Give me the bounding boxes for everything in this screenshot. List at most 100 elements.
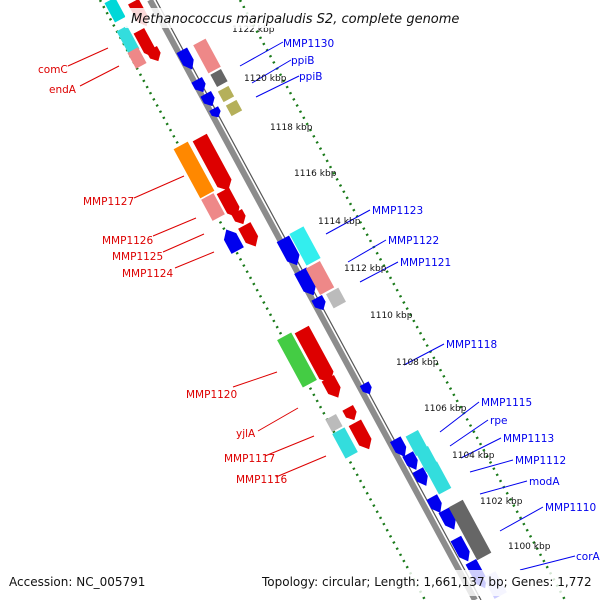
gene-label-mmp1118[interactable]: MMP1118	[446, 339, 497, 351]
gene-feature[interactable]	[289, 226, 321, 266]
gene-feature[interactable]	[276, 235, 304, 268]
gene-feature[interactable]	[220, 226, 244, 254]
leader-line	[239, 41, 284, 67]
gene-label-rpe[interactable]: rpe	[490, 415, 507, 427]
gene-label-enda[interactable]: endA	[49, 84, 77, 96]
leader-line	[257, 407, 299, 432]
gene-feature[interactable]	[173, 141, 215, 199]
gene-feature[interactable]	[426, 494, 445, 516]
gene-label-mmp1112[interactable]: MMP1112	[515, 455, 566, 467]
footer-band	[0, 570, 600, 596]
gene-feature[interactable]	[342, 404, 359, 423]
gene-feature[interactable]	[412, 467, 431, 489]
tick-label: 1108 kbp	[396, 358, 439, 368]
gene-feature[interactable]	[402, 451, 421, 473]
tick-label: 1120 kbp	[244, 74, 287, 84]
gene-feature[interactable]	[326, 287, 346, 309]
gene-feature[interactable]	[104, 0, 126, 23]
gene-feature[interactable]	[332, 427, 358, 459]
gene-feature[interactable]	[210, 68, 228, 88]
leader-line	[469, 459, 514, 473]
gene-feature[interactable]	[176, 47, 197, 72]
gene-label-mmp1116[interactable]: MMP1116	[236, 474, 287, 486]
gene-feature[interactable]	[448, 499, 492, 561]
gene-label-ppib[interactable]: ppiB	[291, 55, 314, 67]
gene-feature[interactable]	[225, 99, 243, 117]
gene-label-mmp1120[interactable]: MMP1120	[186, 389, 237, 401]
gene-feature[interactable]	[238, 222, 262, 250]
leader-line	[519, 555, 576, 571]
gene-feature[interactable]	[200, 90, 217, 109]
gene-label-moda[interactable]: modA	[529, 476, 560, 488]
gene-feature[interactable]	[191, 76, 208, 95]
gene-label-mmp1110[interactable]: MMP1110	[545, 502, 596, 514]
leader-line	[174, 251, 215, 269]
gene-feature[interactable]	[424, 461, 452, 495]
leader-line	[439, 401, 480, 433]
tick-label: 1122 kbp	[232, 25, 275, 35]
leader-line	[264, 435, 315, 457]
leader-line	[325, 209, 371, 235]
gene-label-mmp1130[interactable]: MMP1130	[283, 38, 334, 50]
gene-label-mmp1113[interactable]: MMP1113	[503, 433, 554, 445]
gene-feature[interactable]	[325, 413, 343, 433]
gene-label-mmp1126[interactable]: MMP1126	[102, 235, 153, 247]
gene-feature[interactable]	[116, 25, 140, 55]
gene-feature[interactable]	[216, 187, 244, 220]
leader-line	[479, 480, 528, 495]
gene-label-ppib-2[interactable]: ppiB	[299, 71, 322, 83]
tick-label: 1118 kbp	[270, 123, 313, 133]
gene-feature[interactable]	[217, 85, 235, 103]
accession-text: Accession: NC_005791	[9, 575, 145, 589]
leader-line	[152, 217, 197, 237]
title-band	[125, 8, 480, 28]
leader-line	[162, 233, 205, 253]
gene-feature[interactable]	[193, 38, 221, 74]
gene-feature[interactable]	[133, 27, 159, 60]
genome-info-text: Topology: circular; Length: 1,661,137 bp…	[261, 575, 592, 589]
tick-label: 1100 kbp	[508, 542, 551, 552]
leader-line	[79, 65, 120, 87]
gene-label-mmp1127[interactable]: MMP1127	[83, 196, 134, 208]
gene-feature[interactable]	[389, 436, 410, 459]
gene-feature[interactable]	[305, 261, 335, 295]
gene-label-yjla[interactable]: yjlA	[236, 428, 256, 440]
gene-label-cora[interactable]: corA	[576, 551, 600, 563]
gene-label-mmp1125[interactable]: MMP1125	[112, 251, 163, 263]
gene-label-mmp1117[interactable]: MMP1117	[224, 453, 275, 465]
leader-line	[133, 175, 185, 199]
gene-feature[interactable]	[277, 332, 317, 388]
gene-feature[interactable]	[231, 208, 248, 227]
gene-label-mmp1121[interactable]: MMP1121	[400, 257, 451, 269]
outer-tick-ring	[98, 0, 427, 600]
gene-feature[interactable]	[450, 535, 474, 565]
leader-line	[403, 343, 445, 366]
gene-feature[interactable]	[311, 294, 328, 313]
gene-feature[interactable]	[348, 419, 376, 452]
gene-feature[interactable]	[321, 374, 345, 401]
tick-label: 1112 kbp	[344, 264, 387, 274]
gene-label-mmp1124[interactable]: MMP1124	[122, 268, 173, 280]
gene-feature[interactable]	[192, 133, 236, 194]
gene-label-comc[interactable]: comC	[38, 64, 68, 76]
leader-line	[255, 75, 300, 98]
tick-label: 1116 kbp	[294, 169, 337, 179]
leader-line	[359, 261, 399, 283]
gene-feature[interactable]	[201, 193, 225, 221]
gene-feature[interactable]	[438, 507, 459, 532]
leader-line	[347, 239, 387, 263]
gene-feature[interactable]	[294, 325, 338, 386]
leader-line	[67, 47, 109, 67]
gene-label-mmp1122[interactable]: MMP1122	[388, 235, 439, 247]
gene-feature[interactable]	[209, 106, 223, 120]
gene-feature[interactable]	[359, 381, 375, 396]
leader-line	[232, 371, 278, 388]
gene-feature[interactable]	[294, 267, 320, 298]
leader-line	[499, 506, 544, 532]
gene-feature[interactable]	[127, 47, 147, 69]
gene-label-mmp1115[interactable]: MMP1115	[481, 397, 532, 409]
gene-label-mmp1123[interactable]: MMP1123	[372, 205, 423, 217]
gene-feature[interactable]	[146, 45, 163, 64]
